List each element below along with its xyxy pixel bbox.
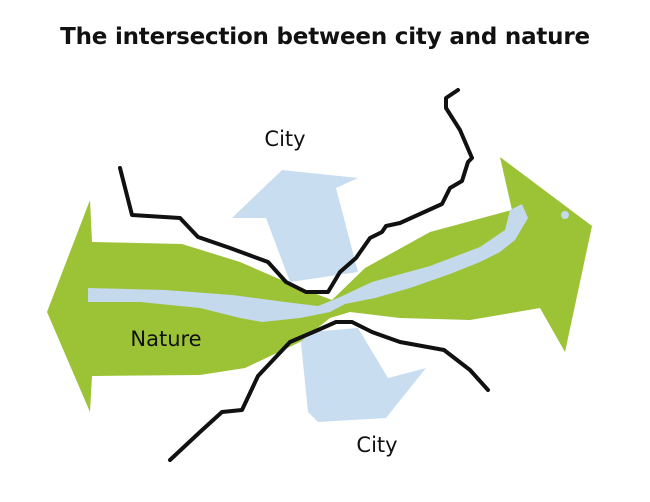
city-boundary-upper [118, 88, 474, 294]
lake-dot [561, 211, 569, 219]
nature-arrow [47, 157, 592, 412]
river-shape [88, 204, 528, 322]
city-label-bottom: City [356, 433, 397, 457]
city-boundary-lower [168, 320, 490, 462]
diagram-title: The intersection between city and nature [60, 24, 590, 50]
city-arrow-upper-shape [232, 170, 358, 282]
nature-arrow-shape [47, 157, 592, 412]
city-arrow-lower-shape [300, 328, 426, 422]
river [88, 204, 569, 322]
nature-label: Nature [130, 327, 201, 351]
city-arrow [232, 170, 426, 422]
city-label-top: City [264, 127, 305, 151]
